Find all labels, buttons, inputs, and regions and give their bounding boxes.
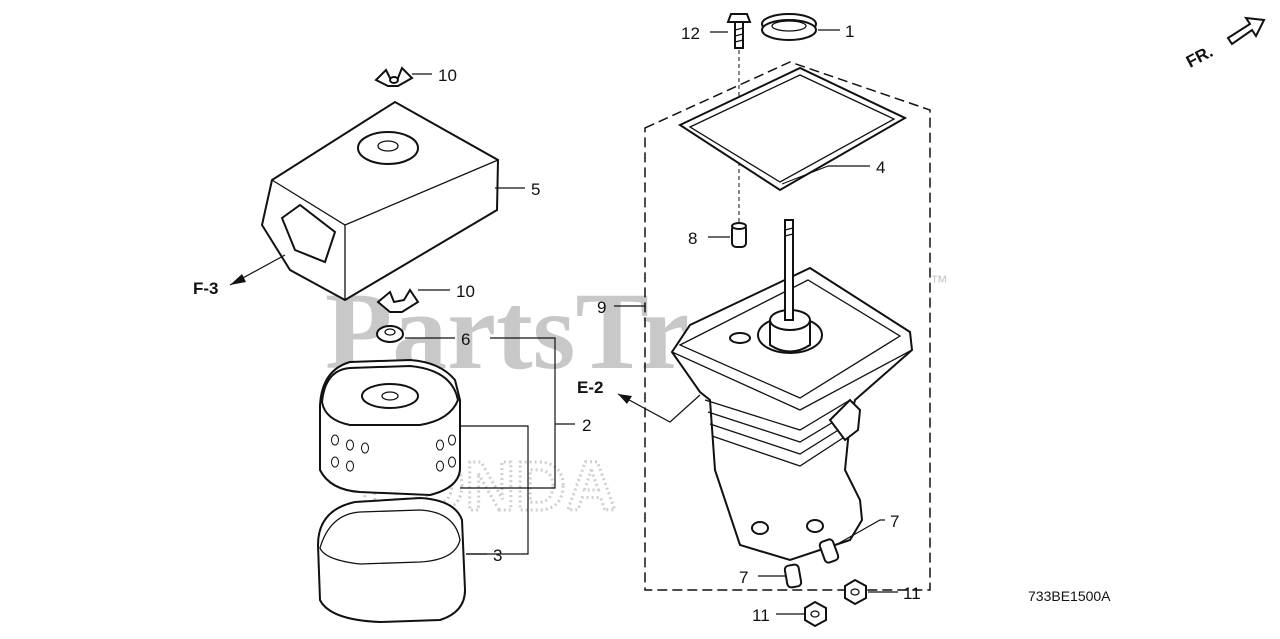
callout-11-right[interactable]: 11 [903,584,921,603]
ref-f3[interactable]: F-3 [193,279,219,298]
callout-10-bottom[interactable]: 10 [456,282,475,301]
air-cleaner-element [319,358,461,497]
bolt [726,13,752,49]
callout-2[interactable]: 2 [582,416,591,435]
ref-arrow-e2 [617,393,701,423]
collar-lower-left [783,563,803,589]
callout-7-left[interactable]: 7 [739,568,748,587]
callout-10-top[interactable]: 10 [438,66,457,85]
front-direction-label: FR. [1183,42,1216,72]
callout-11-left[interactable]: 11 [752,606,770,625]
callout-12[interactable]: 12 [681,24,700,43]
ref-e2[interactable]: E-2 [577,378,603,397]
diagram-code: 733BE1500A [1028,588,1111,604]
leader-4a [781,165,829,185]
callout-7-right[interactable]: 7 [890,512,899,531]
leader-2-bracket [460,337,556,489]
air-cleaner-cover [260,100,500,302]
assembly-boundary [644,61,931,591]
grommet [376,325,404,343]
flange-nut-left [804,600,827,628]
callout-8[interactable]: 8 [688,229,697,248]
ref-arrow-f3 [229,254,286,286]
air-cleaner-case [670,219,914,562]
leader-3-bracket [460,425,529,555]
callout-6[interactable]: 6 [461,330,470,349]
callout-3[interactable]: 3 [493,546,502,565]
wing-nut-bottom [376,288,420,313]
callout-5[interactable]: 5 [531,180,540,199]
callout-9[interactable]: 9 [597,298,606,317]
collar [731,222,747,248]
wing-nut-top [374,66,414,87]
collar-lower-right [818,538,840,564]
callout-1[interactable]: 1 [845,22,854,41]
flange-nut-right [844,578,867,606]
callout-4[interactable]: 4 [876,158,885,177]
front-arrow-icon: FR. [1183,16,1266,72]
leader-7a [833,519,885,547]
seal-ring [761,13,817,41]
foam-pre-filter [316,496,467,624]
watermark-trademark: ™ [930,272,948,292]
gasket [677,66,908,192]
